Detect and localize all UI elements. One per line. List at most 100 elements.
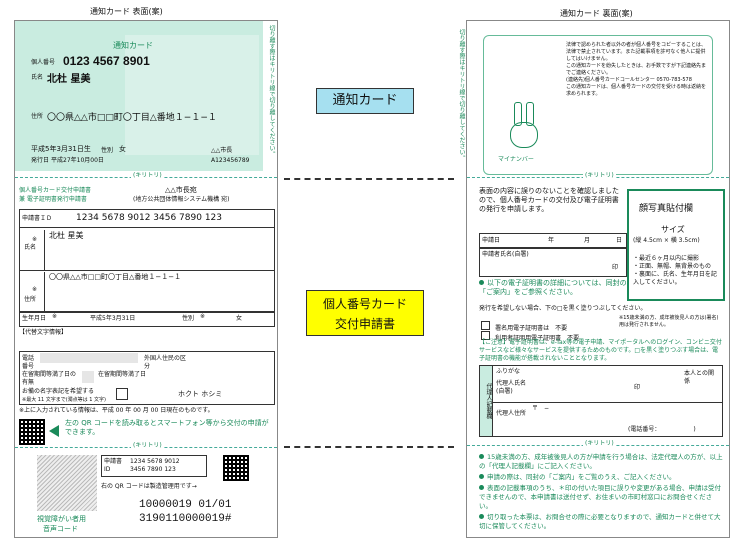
- photo-note-2: ・正面、無帽、無背景のもの: [633, 263, 712, 270]
- right-sheet: 法律で認められた者以外の者が個人番号をコピーすることは、法律で禁止されています。…: [458, 20, 730, 538]
- cert-checkbox-1[interactable]: [481, 321, 490, 330]
- date-label: 申請日: [482, 237, 501, 244]
- voice-label-2: 音声コード: [43, 525, 78, 533]
- sign-row: 申請者氏名(自署) 印: [479, 247, 627, 277]
- card-title: 通知カード: [113, 41, 153, 50]
- bullet-item-2: 申請の際は、同封の「ご案内」をご覧のうえ、ご記入ください。: [479, 473, 723, 482]
- cert-row-2[interactable]: 利用者証明用電子証明書 不要: [481, 325, 579, 344]
- card-address: 〇〇県△△市□□町〇丁目△番地１−１−１: [47, 113, 217, 123]
- form-address-label: 住所: [24, 296, 37, 303]
- voice-code: [37, 455, 97, 511]
- bullet-text-4: 切り取った本票は、お問合せの際に必要となりますので、通知カードと併せて大切に保管…: [479, 513, 721, 530]
- cert-row-1[interactable]: 署名用電子証明書は 不要: [481, 315, 567, 334]
- bullet-icon: [479, 485, 484, 490]
- date-row: 申請日 年 月 日: [479, 233, 627, 249]
- rep-divider: [492, 402, 722, 403]
- qr-text: 左の QR コードを読み取るとスマートフォン等から交付の申請ができます。: [65, 419, 269, 436]
- rep-phone: (電話番号： ): [628, 426, 696, 433]
- kana-value: ホクト ホシミ: [178, 390, 223, 398]
- card-issue-date: 平成27年10月00日: [51, 157, 104, 164]
- card-side-text: 切り離す際はキリトリ線で切り離してください。: [268, 25, 275, 157]
- birth-mark: ※: [52, 313, 58, 320]
- card-front: 通知カード 個人番号 0123 4567 8901 氏名 北杜 星美 住所 〇〇…: [15, 21, 263, 171]
- back-note-1: 法律で認められた者以外の者が個人番号をコピーすることは、法律で禁止されています。…: [566, 42, 707, 62]
- info-text: 以下の電子証明書の詳細については、同封の「ご案内」をご参照ください。: [479, 279, 627, 297]
- card-mayor: △△市長: [211, 147, 233, 154]
- birth-value: 平成5年3月31日: [90, 315, 136, 322]
- card-birth: 平成5年3月31日生: [31, 145, 91, 153]
- voice-label-1: 視覚障がい者用: [37, 515, 86, 523]
- sex-mark: ※: [200, 313, 206, 320]
- card-issue-label: 発行日: [31, 157, 50, 164]
- label-app-line-1: 個人番号カード: [322, 297, 407, 311]
- card-serial: A123456789: [211, 157, 250, 164]
- qr-code-manage: [223, 455, 249, 481]
- form-name-label: 氏名: [24, 244, 37, 251]
- mascot-icon: [504, 102, 544, 152]
- photo-dims: (縦 4.5cm × 横 3.5cm): [633, 237, 700, 244]
- form-address: 〇〇県△△市□□町〇丁目△番地１−１−１: [44, 272, 181, 312]
- stay-check[interactable]: [82, 371, 94, 383]
- qr-code-apply[interactable]: [19, 419, 45, 445]
- birth-row: 生年月日 ※ 平成5年3月31日 性別 ※ 女: [19, 311, 275, 327]
- bullet-icon: [479, 280, 484, 285]
- alt-label: 【代替文字情報】: [19, 329, 68, 336]
- bullet-icon: [479, 454, 484, 459]
- date-month: 月: [584, 237, 591, 244]
- right-cut-label-2: (キリトリ): [583, 440, 616, 448]
- date-day: 日: [616, 237, 623, 244]
- kana-label: お備の名字表記を希望する: [22, 388, 95, 395]
- phone-label: 電話番号: [22, 355, 35, 370]
- form-name: 北杜 星美: [44, 230, 84, 270]
- rep-seal: 印: [634, 384, 641, 391]
- sex-value: 女: [236, 315, 243, 322]
- mascot-label: マイナンバー: [498, 156, 534, 163]
- bullet-text-1: 15歳未満の方、成年被後見人の方が申請を行う場合は、法定代理人の方が、以上の「代…: [479, 453, 723, 470]
- rep-name-label: 代理人氏名(自署): [496, 380, 527, 395]
- sign-label: 申請者氏名(自署): [482, 251, 529, 258]
- bullet-icon: [479, 474, 484, 479]
- back-side-text: 切り離す際はキリトリ線で切り離してください。: [458, 29, 465, 161]
- card-address-label: 住所: [31, 113, 44, 120]
- form-title-2: 兼 電子証明書発行申請書: [19, 196, 87, 203]
- cert-label-2: 利用者証明用電子証明書 不要: [495, 335, 580, 342]
- bullet-item-1: 15歳未満の方、成年被後見人の方が申請を行う場合は、法定代理人の方が、以上の「代…: [479, 453, 723, 471]
- form-city-note: (地方公共団体情報システム機構 宛): [133, 196, 230, 203]
- back-note-3: (連絡先)個人番号カードコールセンター 0570-783-578: [566, 77, 692, 83]
- photo-box: 顔写真貼付欄 サイズ (縦 4.5cm × 横 3.5cm) ・最近６ヶ月以内に…: [627, 189, 725, 301]
- right-cut-label-1: (キリトリ): [583, 172, 616, 180]
- row-divider: [20, 270, 274, 271]
- arrow-left-icon: [49, 425, 59, 437]
- sign-seal: 印: [612, 264, 619, 271]
- phone-input[interactable]: [40, 353, 138, 363]
- card-sex-label: 性別: [101, 147, 114, 154]
- id-value-1: 1234 5678 9012: [130, 458, 180, 465]
- kana-checkbox[interactable]: [116, 388, 128, 400]
- id-box: 申請書ID 1234 5678 9012 3456 7890 123: [101, 455, 207, 477]
- rep-label: 代理人記載欄: [480, 366, 493, 436]
- info-text-content: 以下の電子証明書の詳細については、同封の「ご案内」をご参照ください。: [479, 279, 627, 296]
- photo-note-1: ・最近６ヶ月以内に撮影: [633, 255, 700, 262]
- form-name-mark: ※: [32, 236, 38, 243]
- date-year: 年: [548, 237, 555, 244]
- center-dash-bottom: [284, 446, 454, 448]
- rep-furigana: ふりがな: [496, 368, 521, 375]
- back-notes: 法律で認められた者以外の者が個人番号をコピーすることは、法律で禁止されています。…: [566, 42, 706, 98]
- cert-intro: 発行を希望しない場合、下の□を黒く塗りつぶしてください。: [479, 305, 647, 312]
- bullet-text-3: 表面の記載事項のうち、＊印の付いた項目に誤りや変更がある場合、申請は受付できませ…: [479, 484, 721, 510]
- cert-note: ※15歳未満の方、成年被後見人の方は(署名)用は発行されません。: [619, 315, 719, 328]
- stay-label-1: 在留期間等満了日の有無: [22, 371, 77, 386]
- photo-note-3: ・裏面に、氏名、生年月日を記入してください。: [633, 271, 717, 286]
- intro-text: 表面の内容に誤りのないことを確認しましたので、個人番号カードの交付及び電子証明書…: [479, 187, 619, 213]
- back-note-2: この通知カードを紛失したときは、お手数ですが下記連絡先までご連絡ください。: [566, 63, 707, 76]
- foreign-label: 外国人住民の区分: [144, 355, 187, 370]
- card-back: 法律で認められた者以外の者が個人番号をコピーすることは、法律で禁止されています。…: [483, 35, 713, 175]
- photo-size: サイズ: [661, 225, 685, 234]
- mascot-head: [510, 122, 538, 148]
- id-value-2: 3456 7890 123: [130, 466, 176, 473]
- left-sheet: 通知カード 個人番号 0123 4567 8901 氏名 北杜 星美 住所 〇〇…: [14, 20, 278, 538]
- code-1: 10000019 01/01: [139, 499, 232, 511]
- form-table: 申請書ＩＤ 1234 5678 9012 3456 7890 123 氏名 ※ …: [19, 209, 275, 313]
- label-notification-card: 通知カード: [316, 88, 414, 114]
- rep-relation: 本人との関係: [684, 370, 714, 385]
